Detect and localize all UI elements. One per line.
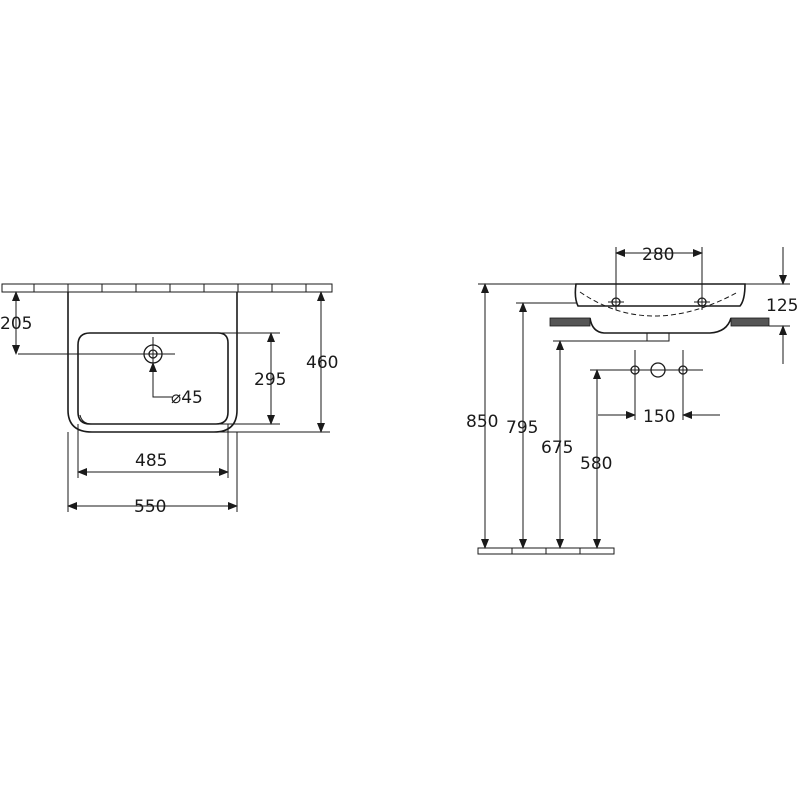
outlet-right [678, 350, 688, 420]
dim-580: 580 [580, 369, 612, 549]
basin-side-profile [574, 283, 746, 307]
tap-hole-right [694, 247, 710, 310]
tap-hole-left [608, 247, 624, 310]
floor-band [477, 547, 615, 555]
svg-text:460: 460 [306, 353, 338, 373]
dim-460: 460 [214, 291, 338, 433]
drain-stub [646, 332, 670, 342]
drain-hole [18, 337, 175, 371]
wall-band-left [1, 283, 333, 293]
counter-left [549, 317, 591, 327]
svg-text:150: 150 [643, 407, 675, 427]
dim-280: 280 [615, 245, 703, 265]
svg-text:205: 205 [0, 314, 32, 334]
drain-diameter-label: ⌀45 [171, 388, 203, 408]
svg-text:550: 550 [134, 497, 166, 517]
basin-outer-outline [67, 292, 238, 433]
dim-795: 795 [506, 302, 576, 549]
dim-675: 675 [541, 340, 669, 549]
svg-text:280: 280 [642, 245, 674, 265]
basin-inner-bowl-lower-edge [79, 414, 93, 425]
svg-text:795: 795 [506, 418, 538, 438]
dim-850: 850 [466, 283, 576, 549]
svg-text:580: 580 [580, 454, 612, 474]
svg-text:675: 675 [541, 438, 573, 458]
outlet-left [630, 350, 640, 420]
dim-150: 150 [598, 407, 720, 427]
svg-text:295: 295 [254, 370, 286, 390]
basin-bowl-dashed [579, 291, 739, 317]
dim-550: 550 [67, 432, 238, 517]
dim-125: 125 [745, 247, 798, 364]
basin-inner-bowl [77, 332, 229, 425]
counter-right [730, 317, 770, 327]
side-view: 280 125 850 795 675 [466, 245, 798, 555]
basin-underside [589, 317, 732, 334]
front-view: ⌀45 205 295 460 485 [0, 283, 338, 517]
svg-text:485: 485 [135, 451, 167, 471]
svg-text:125: 125 [766, 296, 798, 316]
dim-205: 205 [0, 291, 32, 355]
dim-485: 485 [77, 424, 229, 478]
svg-text:850: 850 [466, 412, 498, 432]
